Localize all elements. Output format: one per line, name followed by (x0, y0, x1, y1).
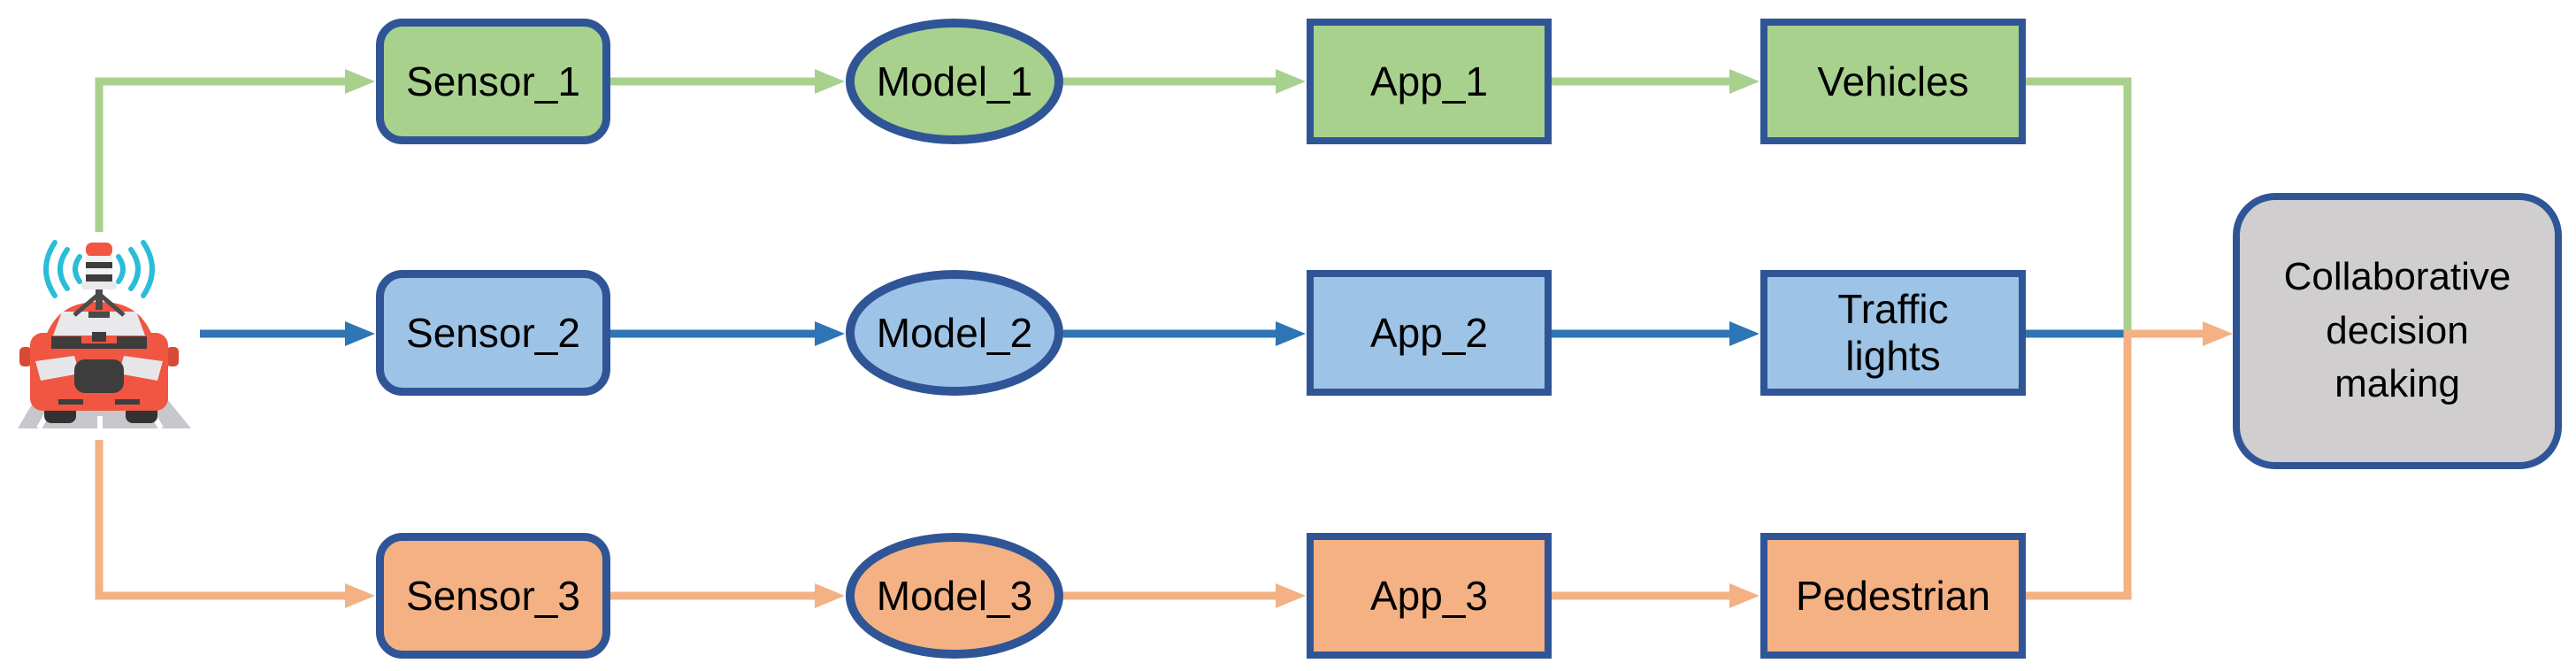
green-flow-path (95, 69, 2132, 334)
output-node-pedestrian: Pedestrian (1760, 533, 2026, 659)
model-node-3: Model_3 (846, 533, 1063, 659)
app-node-1: App_1 (1307, 19, 1552, 144)
model-node-2: Model_2 (846, 270, 1063, 396)
decision-node: Collaborative decision making (2233, 193, 2562, 469)
sensor-node-2: Sensor_2 (376, 270, 610, 396)
output-node-traffic-lights: Traffic lights (1760, 270, 2026, 396)
autonomous-car-icon (18, 240, 191, 430)
app-node-2: App_2 (1307, 270, 1552, 396)
app-node-3: App_3 (1307, 533, 1552, 659)
output-node-vehicles: Vehicles (1760, 19, 2026, 144)
orange-flow-path (95, 321, 2233, 608)
blue-flow-path (200, 321, 2131, 346)
sensor-node-3: Sensor_3 (376, 533, 610, 659)
sensor-node-1: Sensor_1 (376, 19, 610, 144)
model-node-1: Model_1 (846, 19, 1063, 144)
